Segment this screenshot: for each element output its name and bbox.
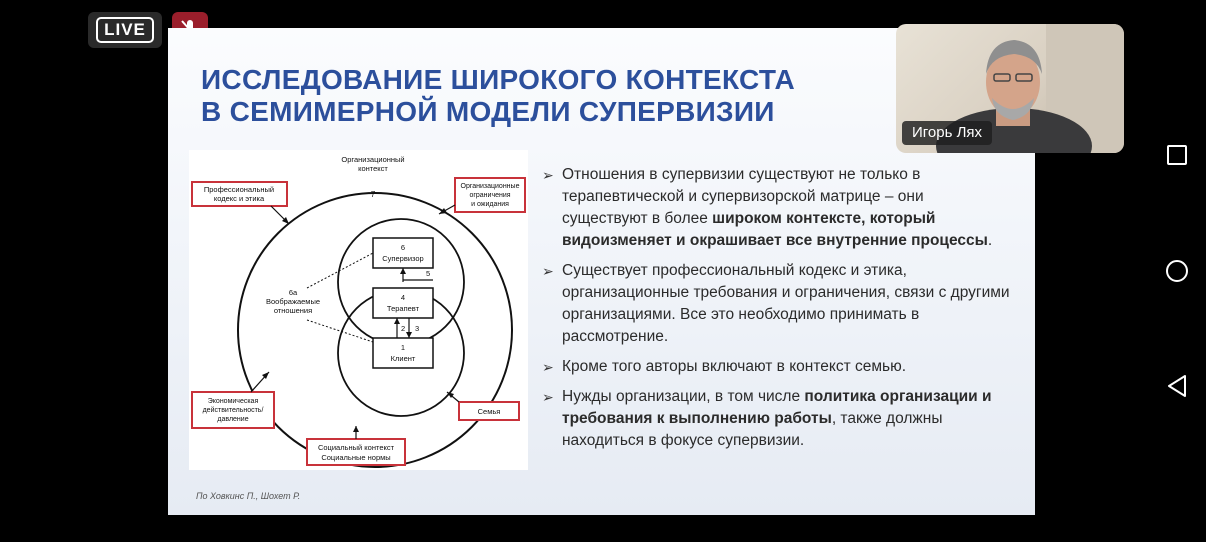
client-number: 1: [401, 343, 405, 352]
bullet-item: ➢Нужды организации, в том числе политика…: [540, 386, 1010, 452]
number-3: 3: [415, 324, 419, 333]
source-citation: По Ховкинс П., Шохет Р.: [196, 491, 300, 501]
therapist-label: Терапевт: [387, 304, 420, 313]
home-button[interactable]: [1165, 259, 1189, 283]
speaker-video-tile[interactable]: Игорь Лях: [896, 24, 1124, 153]
bullet-text: .: [988, 232, 992, 249]
live-label: LIVE: [96, 17, 154, 43]
recent-apps-button[interactable]: [1165, 143, 1189, 167]
bullet-list: ➢Отношения в супервизии существуют не то…: [540, 164, 1010, 460]
slide-title-line-2: В СЕМИМЕРНОЙ МОДЕЛИ СУПЕРВИЗИИ: [201, 96, 821, 128]
supervisor-number: 6: [401, 243, 405, 252]
system-nav-bar: [1148, 0, 1206, 542]
therapist-number: 4: [401, 293, 405, 302]
economic-label-2: действительность/: [203, 406, 264, 414]
social-label-2: Социальные нормы: [321, 453, 390, 462]
back-button[interactable]: [1165, 374, 1189, 398]
economic-label-3: давление: [217, 416, 248, 423]
org-context-label-1: Организационный: [341, 155, 404, 164]
family-label: Семья: [478, 407, 501, 416]
bullet-item: ➢ Существует профессиональный кодекс и эт…: [540, 260, 1010, 348]
bullet-arrow-icon: ➢: [542, 260, 554, 282]
home-icon: [1165, 259, 1189, 283]
org-limits-label-3: и ожидания: [471, 201, 509, 208]
org-limits-label-2: ограничения: [469, 192, 510, 199]
bullet-item: ➢ Кроме того авторы включают в контекст с…: [540, 356, 1010, 378]
org-limits-label-1: Организационные: [461, 183, 520, 190]
outer-context-circle: [238, 193, 512, 467]
bullet-text: Нужды организации, в том числе: [562, 388, 804, 405]
seven-eyed-model-diagram: Организационный контекст 7 Профессиональ…: [189, 150, 528, 470]
live-badge[interactable]: LIVE: [88, 12, 162, 48]
bullet-arrow-icon: ➢: [542, 386, 554, 408]
imag-label-2: Воображаемые: [266, 297, 320, 306]
number-5: 5: [426, 269, 430, 278]
bullet-item: ➢Отношения в супервизии существуют не то…: [540, 164, 1010, 252]
bullet-text: Существует профессиональный кодекс и эти…: [562, 262, 1010, 345]
number-7: 7: [371, 190, 376, 199]
slide-title-line-1: ИССЛЕДОВАНИЕ ШИРОКОГО КОНТЕКСТА: [201, 64, 821, 96]
imag-label-3: отношения: [274, 306, 312, 315]
client-label: Клиент: [391, 354, 416, 363]
imag-line-up: [307, 253, 373, 288]
slide-title: ИССЛЕДОВАНИЕ ШИРОКОГО КОНТЕКСТА В СЕМИМЕ…: [201, 64, 821, 128]
org-context-label-2: контекст: [358, 164, 388, 173]
number-2: 2: [401, 324, 405, 333]
prof-code-label-1: Профессиональный: [204, 185, 274, 194]
bullet-arrow-icon: ➢: [542, 356, 554, 378]
bullet-text: Кроме того авторы включают в контекст се…: [562, 358, 906, 375]
diagram-svg: Организационный контекст 7 Профессиональ…: [189, 150, 528, 470]
social-label-1: Социальный контекст: [318, 443, 395, 452]
speaker-name: Игорь Лях: [902, 121, 992, 145]
economic-label-1: Экономическая: [208, 398, 259, 405]
imag-label-1: 6а: [289, 288, 298, 297]
prof-code-label-2: кодекс и этика: [214, 194, 265, 203]
recent-apps-icon: [1166, 144, 1188, 166]
back-icon: [1166, 374, 1188, 398]
supervisor-label: Супервизор: [382, 254, 423, 263]
bullet-arrow-icon: ➢: [542, 164, 554, 186]
